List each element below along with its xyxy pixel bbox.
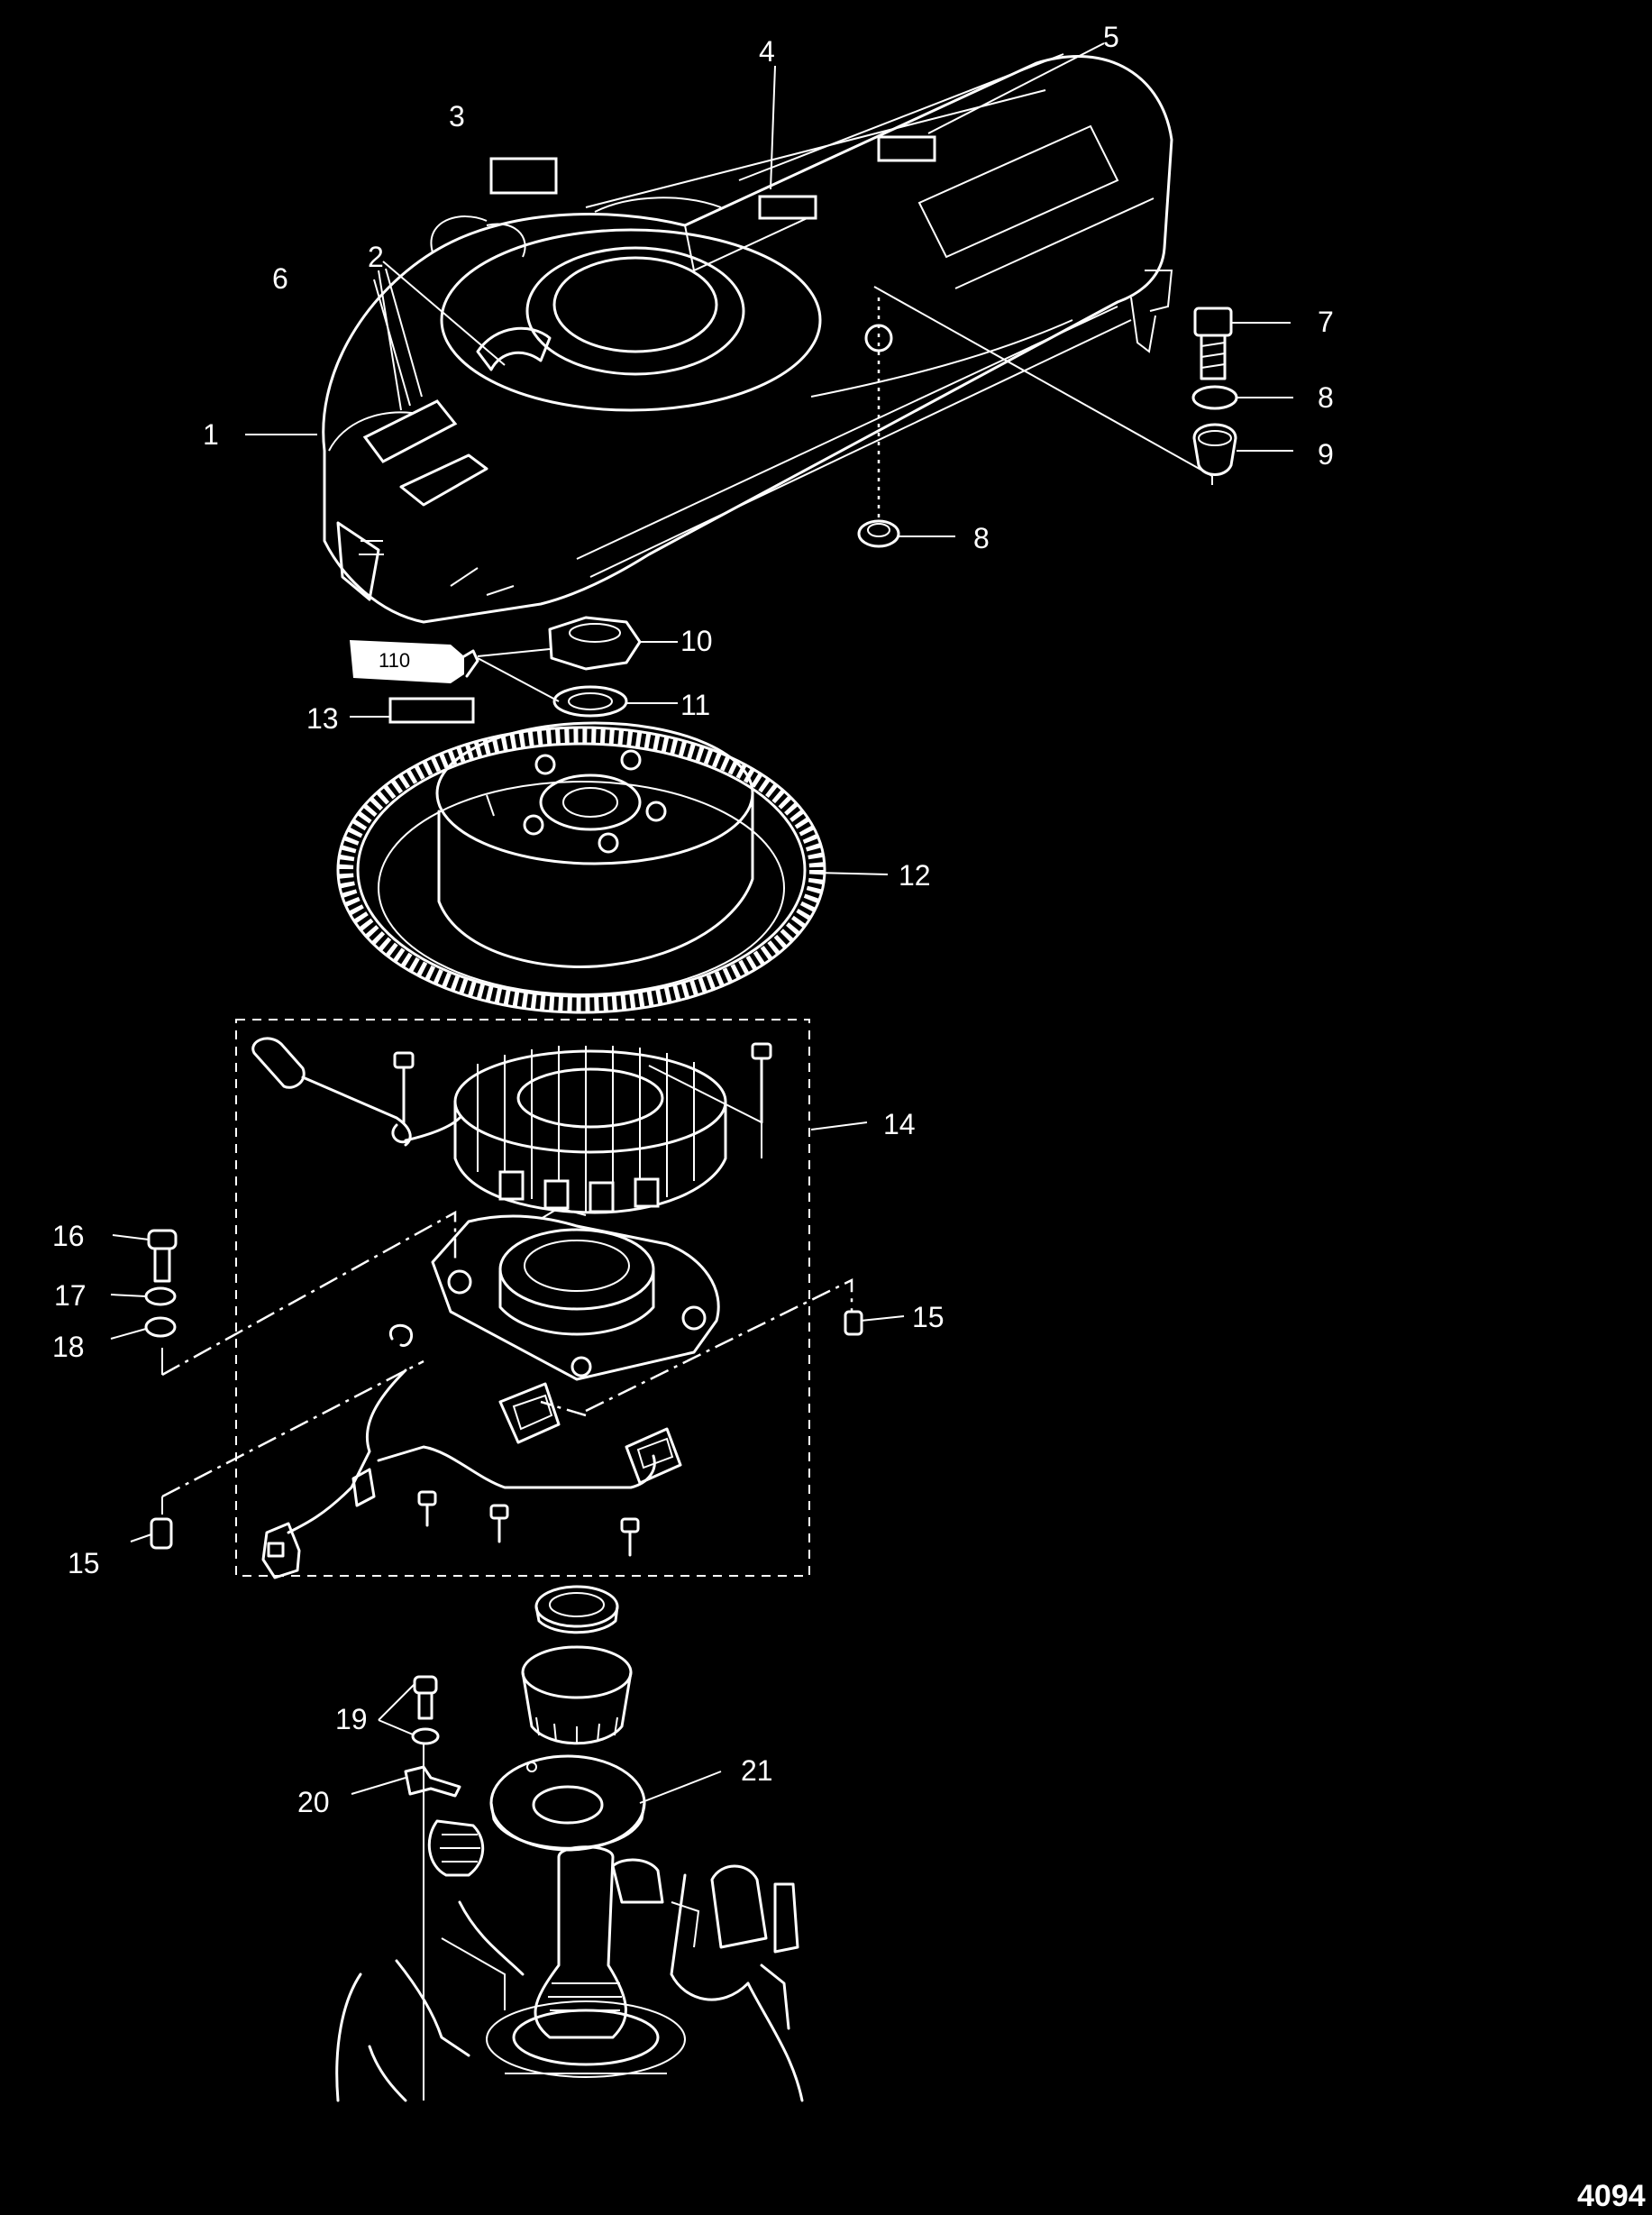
stator-wire-connector: [251, 1037, 461, 1147]
stator-assembly-box: [235, 1019, 810, 1577]
part-2: [476, 326, 552, 371]
grease-tube-110: 110: [350, 640, 479, 683]
callout-14: 14: [883, 1108, 916, 1140]
screw-16: [147, 1229, 178, 1283]
callout-12: 12: [899, 859, 931, 892]
dowel-15-right: [844, 1310, 863, 1336]
washer-18: [144, 1316, 177, 1338]
leader-lines: [110, 42, 1293, 1804]
bushing: [521, 1645, 633, 1745]
decal-3: [489, 157, 558, 195]
tube-label: 110: [379, 649, 410, 672]
flywheel: [336, 721, 826, 1014]
callout-10: 10: [680, 625, 713, 657]
washer-8: [1191, 385, 1238, 410]
callout-11: 11: [680, 689, 710, 721]
grommet-8-lower: [857, 519, 900, 548]
coil-screws: [417, 1490, 640, 1557]
callout-9: 9: [1318, 438, 1334, 471]
nut-10: [548, 616, 642, 671]
callout-1: 1: [203, 418, 219, 451]
callout-21: 21: [741, 1754, 773, 1787]
decal-13: [388, 697, 475, 724]
callout-16: 16: [52, 1220, 85, 1252]
callout-4: 4: [759, 35, 775, 68]
stator-screw-left: [393, 1051, 415, 1124]
lock-nut: [534, 1585, 619, 1634]
callout-15-right: 15: [912, 1301, 945, 1333]
washer-11: [552, 685, 628, 718]
callout-20: 20: [297, 1786, 330, 1818]
stator: [453, 1046, 727, 1214]
callout-2: 2: [368, 241, 384, 273]
decal-5: [877, 135, 936, 162]
callout-3: 3: [449, 100, 465, 133]
bolt-7: [1193, 307, 1233, 380]
callout-19: 19: [335, 1703, 368, 1735]
figure-number: 4094: [1577, 2179, 1646, 2213]
powerhead: [335, 1744, 804, 2102]
callout-15-left: 15: [68, 1547, 100, 1579]
trigger-plate: [431, 1206, 720, 1381]
clip-20: [404, 1765, 461, 1798]
grommet-9: [1192, 423, 1237, 476]
callout-8-upper: 8: [1318, 381, 1334, 414]
decal-6: [362, 399, 458, 463]
callout-5: 5: [1103, 21, 1119, 53]
ignition-harness: [261, 1323, 656, 1579]
screw-19: [411, 1675, 440, 1745]
timing-plate-21: [489, 1754, 646, 1852]
callout-6: 6: [272, 262, 288, 295]
callout-8-lower: 8: [973, 522, 990, 554]
callout-17: 17: [54, 1279, 87, 1312]
callout-18: 18: [52, 1331, 85, 1363]
callout-7: 7: [1318, 306, 1334, 338]
stator-screw-right: [751, 1042, 772, 1124]
ignition-coil-right: [625, 1427, 682, 1485]
dowel-15-left: [150, 1517, 173, 1550]
callout-13: 13: [306, 702, 339, 735]
flywheel-cover: [322, 53, 1173, 624]
decal-4: [758, 195, 817, 220]
ignition-coil-left: [498, 1382, 561, 1444]
washer-17: [144, 1286, 177, 1306]
